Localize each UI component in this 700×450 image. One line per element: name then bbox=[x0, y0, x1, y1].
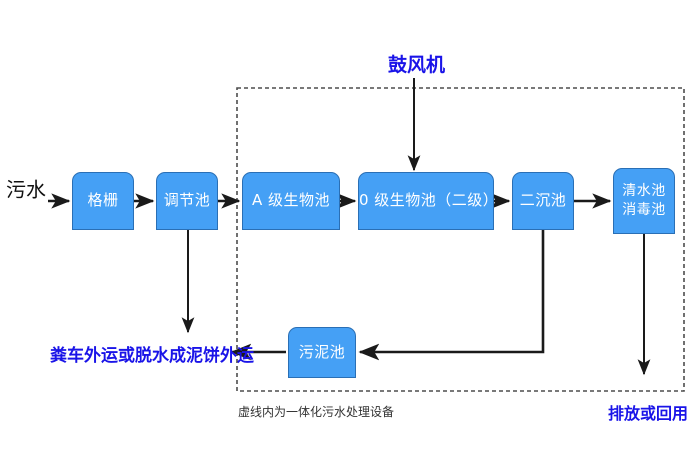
node-a-stage-bio-tank[interactable]: A 级生物池 bbox=[242, 172, 340, 230]
label-sludge-haul-out: 粪车外运或脱水成泥饼外运 bbox=[50, 346, 254, 366]
node-sludge-pool[interactable]: 污泥池 bbox=[288, 327, 356, 378]
node-clear-water-disinfection-tank[interactable]: 清水池 消毒池 bbox=[613, 168, 675, 234]
dashed-enclosure bbox=[236, 87, 685, 392]
label-discharge-or-reuse: 排放或回用 bbox=[608, 404, 689, 423]
node-o-stage-bio-tank[interactable]: 0 级生物池（二级） bbox=[358, 172, 498, 230]
node-adjustment-tank[interactable]: 调节池 bbox=[156, 172, 218, 230]
arrow-secondary-to-sludge bbox=[358, 230, 545, 361]
label-influent: 污水 bbox=[6, 177, 46, 202]
node-grille[interactable]: 格栅 bbox=[72, 172, 134, 230]
label-blower: 鼓风机 bbox=[388, 54, 446, 76]
node-secondary-clarifier[interactable]: 二沉池 bbox=[512, 172, 574, 230]
caption-dashed-box-note: 虚线内为一体化污水处理设备 bbox=[238, 405, 395, 419]
